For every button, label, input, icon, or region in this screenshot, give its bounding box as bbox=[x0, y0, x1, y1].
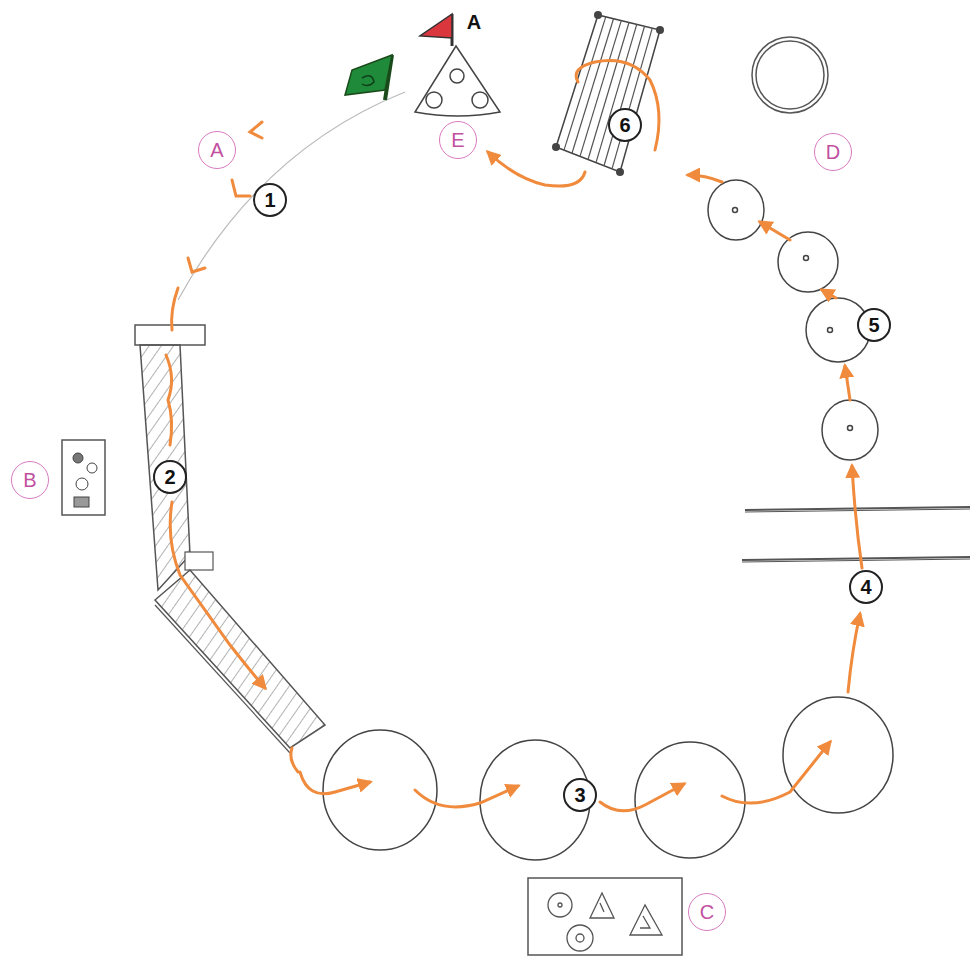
zone-letter: A bbox=[198, 131, 236, 169]
ladder bbox=[552, 11, 664, 176]
ladder-rung bbox=[564, 17, 606, 150]
ladder-rung bbox=[572, 19, 614, 154]
zone-letter: C bbox=[688, 893, 726, 931]
zone-letter: B bbox=[11, 461, 49, 499]
callout-number: 1 bbox=[253, 183, 287, 217]
callout-number: 5 bbox=[857, 308, 891, 342]
material-panel bbox=[528, 878, 682, 955]
zone-letter: D bbox=[814, 133, 852, 171]
chevrons bbox=[188, 122, 262, 272]
callout-number: 4 bbox=[849, 570, 883, 604]
ring bbox=[752, 37, 828, 113]
material-panel bbox=[62, 440, 105, 515]
balance-beam bbox=[135, 325, 325, 753]
stepping-stones bbox=[708, 180, 878, 460]
ladder-rung bbox=[612, 28, 652, 169]
ladder-rung bbox=[604, 26, 645, 166]
callout-number: 3 bbox=[563, 778, 597, 812]
callout-number: 2 bbox=[153, 460, 187, 494]
route-arrows bbox=[166, 60, 862, 810]
hoops bbox=[323, 697, 893, 860]
green-flag bbox=[345, 55, 392, 100]
ladder-rung bbox=[596, 24, 637, 162]
callout-number: 6 bbox=[608, 108, 642, 142]
red-flag bbox=[420, 14, 452, 46]
start-line bbox=[178, 92, 405, 300]
cone-triangle bbox=[415, 46, 500, 116]
zone-letter: E bbox=[439, 121, 477, 159]
flag-letter: A bbox=[467, 12, 481, 32]
